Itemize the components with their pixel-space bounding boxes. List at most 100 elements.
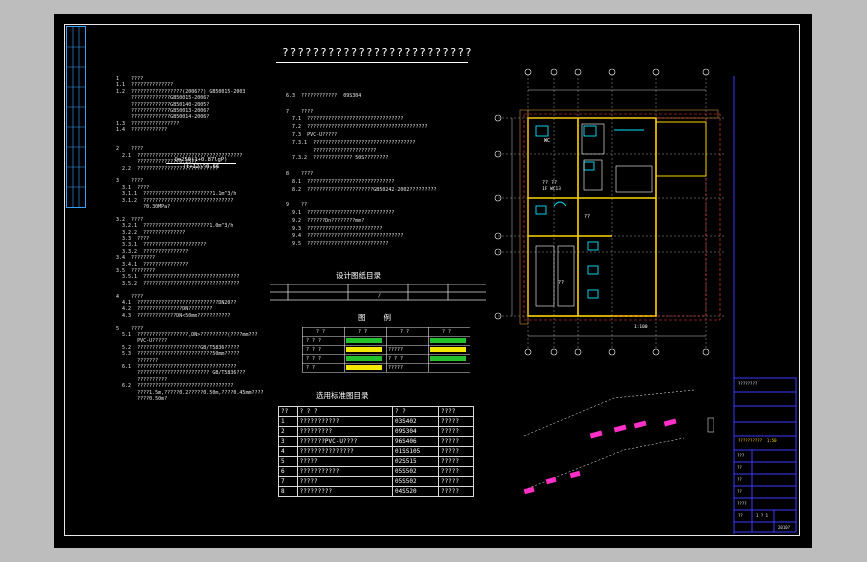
table-cell: 96S406	[391, 436, 439, 447]
table-cell: ?????	[437, 446, 475, 457]
table-row: 2?????????09S304?????	[278, 426, 475, 437]
legend-header-cell: ? ?	[316, 329, 326, 335]
note-line: 3.3 ????	[116, 236, 150, 242]
table-cell: 09S304	[391, 426, 439, 437]
table-cell: ?????	[437, 486, 475, 497]
table-cell: 01SS105	[391, 446, 439, 457]
title-block-drawing-name: ?????????? 1:50	[738, 438, 777, 443]
note-line: 3.2 ????	[116, 216, 144, 223]
table-row: 7?????05S502?????	[278, 476, 475, 487]
table-cell: ?????	[437, 476, 475, 487]
note-line: 9.1 ?????????????????????????????	[286, 210, 395, 216]
note-line: ???????	[116, 357, 159, 364]
note-line: 3.2.1 ??????????????????????1.0m^3/h	[116, 223, 234, 230]
legend-header-cell: ? ?	[400, 329, 410, 335]
note-line: ?????????????GB50013-2006?	[116, 108, 210, 114]
note-line: 7 ????	[286, 108, 314, 115]
note-line: 5.2 ?????????????????????GB/T5836?????	[116, 344, 240, 351]
table-cell: 8	[278, 486, 298, 497]
legend-table: ? ?? ?? ?? ?? ? ?? ? ??????? ? ?? ? ?? ?…	[302, 327, 471, 377]
note-line: 5 ????	[116, 325, 144, 332]
note-line: 6.3 ???????????? 09S304	[286, 93, 362, 99]
table-cell: ??	[278, 406, 298, 417]
note-line: ?????????????????????	[286, 147, 377, 154]
note-line: 4.3 ?????????????DN<50mm???????????	[116, 312, 231, 319]
note-line: 2.1 ???????????????????????????????????	[116, 152, 243, 159]
note-line: ????0.50m?	[116, 396, 168, 402]
title-block-sheet-no: 1 ? 1	[756, 513, 769, 518]
note-line: 9 ??	[286, 202, 308, 209]
note-line: 4 ????	[116, 293, 144, 300]
table-cell: ? ?	[391, 406, 439, 417]
table-row: 3???????PVC-U????96S406?????	[278, 436, 475, 447]
table-cell: 5	[278, 456, 298, 467]
table-cell: 03S402	[391, 416, 439, 427]
note-line: 7.3.1 ??????????????????????????????????	[286, 139, 416, 146]
table-cell: 2	[278, 426, 298, 437]
table-cell: 4	[278, 446, 298, 457]
std-table-title: 选用标准图目录	[316, 391, 369, 400]
note-line: 9.4 ????????????????????????????????	[286, 233, 404, 240]
table-cell: 3	[278, 436, 298, 447]
legend-cell: ? ? ?	[306, 338, 322, 344]
title-block-row-label: ???	[737, 453, 745, 458]
note-line: 3.1.2 ??????????????????????????????	[116, 197, 234, 204]
table-cell: 6	[278, 466, 298, 477]
floor-plan: ?? ?? 1F WC13 ?? ?? WC 1:100	[484, 66, 730, 356]
table-cell: 1	[278, 416, 298, 427]
note-line: 9.3 ?????????????????????????	[286, 225, 383, 232]
legend-cell: ? ? ?	[388, 356, 404, 362]
table-cell: ????	[437, 406, 475, 417]
note-line: 1 ????	[116, 76, 144, 82]
table-cell: ???????????	[296, 416, 393, 427]
title-underline	[276, 62, 468, 63]
title-block-row-label: ????	[737, 501, 747, 506]
note-line: 5.3 ?????????????????????????50mm?????	[116, 351, 240, 358]
note-line: ?0.30MPa?	[116, 204, 171, 210]
note-line: 8.1 ?????????????????????????????	[286, 178, 395, 185]
note-line: 9.2 ??????Dn????????mm?	[286, 217, 365, 224]
legend-swatch	[346, 365, 382, 370]
title-block-project: ????????	[738, 381, 758, 386]
plan-room-bottom: ??	[558, 280, 564, 286]
title-block-row-label: ??	[737, 465, 742, 470]
note-line: ??????????????0.25??	[116, 159, 198, 166]
rain-formula: Q=250(1+0.87lgP) (t+12)^0.66	[166, 157, 236, 170]
standard-drawings-table: ??? ? ?? ?????1???????????03S402?????2??…	[278, 406, 475, 497]
design-index-cell: /	[378, 293, 382, 299]
note-line: 4.2 ???????????????DN????????	[116, 306, 213, 313]
legend-cell: ?????	[388, 347, 404, 353]
plan-room-wc: WC	[544, 138, 550, 144]
design-index-table: /	[270, 283, 486, 306]
legend-swatch	[346, 356, 382, 361]
note-line: 9.5 ???????????????????????????	[286, 241, 389, 248]
note-line: 1.2 ?????????????????(2006??) GB50015-20…	[116, 88, 246, 95]
table-cell: ?????	[437, 436, 475, 447]
formula-numerator: Q=250(1+0.87lgP)	[166, 157, 236, 164]
plan-scale-note: 1:100	[634, 324, 648, 330]
note-line: 1.3 ????????????????	[116, 120, 180, 127]
legend-swatch	[430, 338, 466, 343]
legend-cell: ? ? ?	[306, 356, 322, 362]
note-line: 7.2 ????????????????????????????????????…	[286, 124, 428, 131]
table-cell: ?????????	[296, 486, 393, 497]
table-cell: 05S502	[391, 466, 439, 477]
legend-cell: ? ?	[306, 365, 316, 371]
note-line: ????1.5m,?????0.2?????0.50m,????0.45mm??…	[116, 389, 264, 396]
plan-room-mid: ??	[584, 214, 590, 220]
legend-swatch	[346, 338, 382, 343]
legend-grid	[302, 327, 471, 373]
drawing-title: ?????????????????????????	[282, 46, 473, 59]
note-line: 7.3.2 ????????????? 50S????????	[286, 155, 389, 162]
note-line: ?????????????GB50014-2006?	[116, 114, 210, 121]
formula-denominator: (t+12)^0.66	[182, 164, 220, 170]
table-cell: ?????	[437, 466, 475, 477]
note-line: 3.2.2 ??????????????	[116, 229, 186, 236]
table-cell: ?????	[296, 456, 393, 467]
table-cell: ???????????????	[296, 446, 393, 457]
table-header-row: ??? ? ?? ?????	[278, 406, 475, 417]
note-line: 2 ????	[116, 146, 144, 153]
note-line: 3.5.1 ????????????????????????????????	[116, 274, 240, 281]
title-block-sheet: ??	[738, 513, 743, 518]
table-row: 4???????????????01SS105?????	[278, 446, 475, 457]
